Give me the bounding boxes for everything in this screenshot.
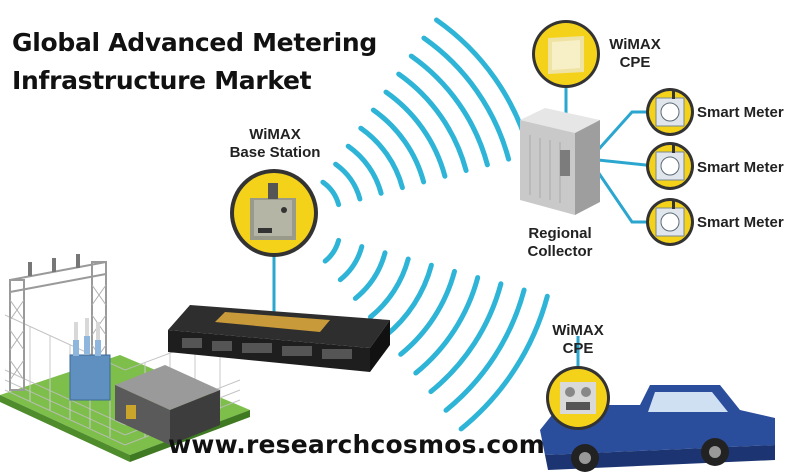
signal-arc (370, 107, 427, 185)
regional-collector-label-line-1: Regional (528, 225, 592, 242)
title-line-1: Global Advanced Metering (12, 28, 378, 57)
signal-arc (352, 250, 388, 301)
rack-router-icon (168, 305, 390, 372)
diagram-title: Global Advanced Metering Infrastructure … (12, 24, 377, 100)
signal-arc (337, 244, 365, 283)
cpe-top-label-line-2: CPE (619, 54, 651, 71)
smart-meter-label-2: Smart Meter (697, 159, 784, 176)
website-url: www.researchcosmos.com (168, 430, 546, 459)
signal-arc (421, 35, 512, 162)
signal-arc (322, 237, 342, 264)
smart-meter-part (672, 90, 675, 99)
cpe-top-label-line-1: WiMAX (609, 36, 661, 53)
smart-meter-part (660, 156, 680, 176)
smart-meter-icon (646, 88, 694, 136)
cpe-bottom-label-line-1: WiMAX (552, 322, 604, 339)
pickup-truck-icon (540, 385, 775, 472)
signal-arc (345, 143, 384, 196)
title-line-2: Infrastructure Market (12, 66, 312, 95)
smart-meter-group (646, 88, 694, 246)
cpe-device-icon-bottom (546, 366, 610, 430)
signal-arc (320, 179, 342, 208)
smart-meter-icon (646, 142, 694, 190)
smart-meter-part (660, 212, 680, 232)
smart-meter-part (672, 144, 675, 153)
base-station-label-line-2: Base Station (229, 144, 321, 161)
cpe-bottom-label: WiMAX CPE (545, 322, 611, 358)
signal-arc (413, 275, 481, 376)
signal-arc (383, 89, 448, 179)
signal-arc (458, 293, 550, 432)
signal-arc (358, 125, 405, 191)
signal-arc (443, 287, 527, 413)
regional-collector-label: Regional Collector (515, 225, 605, 261)
smart-meter-part (660, 102, 680, 122)
smart-meter-label-3: Smart Meter (697, 214, 784, 231)
base-station-icon (230, 169, 318, 257)
signal-arc (408, 53, 490, 168)
signal-arc (396, 71, 469, 173)
base-station-label-line-1: WiMAX (249, 126, 301, 143)
server-icon (520, 108, 600, 215)
smart-meter-icon (646, 198, 694, 246)
base-station-label: WiMAX Base Station (215, 126, 335, 162)
cpe-bottom-label-line-2: CPE (562, 340, 594, 357)
cpe-top-label: WiMAX CPE (600, 36, 670, 72)
smart-meter-label-1: Smart Meter (697, 104, 784, 121)
signal-arc (383, 262, 434, 339)
signal-arc (398, 268, 457, 357)
signal-arc (368, 256, 411, 320)
smart-meter-part (672, 200, 675, 209)
signal-arc (333, 161, 363, 202)
regional-collector-label-line-2: Collector (527, 243, 593, 260)
wireless-signal-lower (322, 237, 550, 432)
signal-arc (428, 281, 504, 395)
substation-icon (0, 254, 250, 462)
cpe-device-icon-top (532, 20, 600, 88)
